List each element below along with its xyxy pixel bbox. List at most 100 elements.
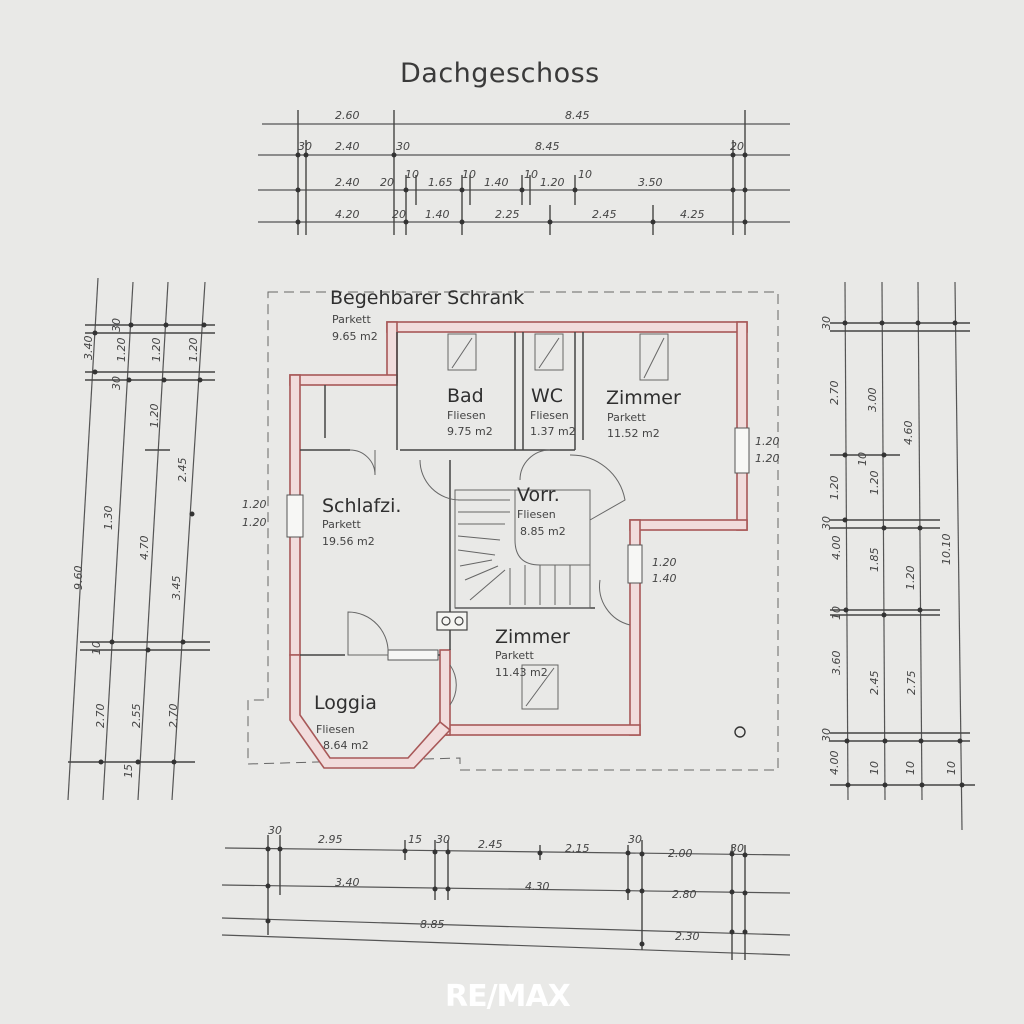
dim-label: 10 bbox=[856, 452, 869, 466]
drain-symbol bbox=[734, 726, 746, 738]
dim-label: 4.00 bbox=[830, 536, 843, 561]
room-floor: Parkett bbox=[322, 518, 361, 531]
room-floor: Fliesen bbox=[530, 409, 569, 422]
dim-label: 30 bbox=[298, 140, 312, 153]
dim-label: 8.45 bbox=[535, 140, 560, 153]
room-label-zimmer-2: Zimmer Parkett 11.43 m2 bbox=[495, 626, 570, 679]
dim-label: 2.15 bbox=[565, 842, 590, 855]
dim-label: 10 bbox=[524, 168, 538, 181]
dim-label: 15 bbox=[408, 833, 422, 846]
dim-label: 1.20 bbox=[828, 476, 841, 501]
dim-label: 2.60 bbox=[335, 109, 360, 122]
dim-label: 1.20 bbox=[115, 338, 128, 363]
room-name: Bad bbox=[447, 385, 484, 407]
dim-label: 4.70 bbox=[138, 536, 151, 561]
room-name: Loggia bbox=[314, 692, 377, 714]
dim-label: 30 bbox=[820, 728, 833, 742]
dim-label: 10 bbox=[868, 761, 881, 775]
room-label-zimmer-1: Zimmer Parkett 11.52 m2 bbox=[606, 387, 681, 440]
dim-label: 4.20 bbox=[335, 208, 360, 221]
dim-label: 1.40 bbox=[425, 208, 450, 221]
dim-label: 8.45 bbox=[565, 109, 590, 122]
door-swings bbox=[347, 449, 631, 706]
dim-label: 2.55 bbox=[130, 704, 143, 729]
dim-label: 1.20 bbox=[148, 404, 161, 429]
top-dimension-chains: 2.60 8.45 30 2.40 30 8.45 20 2.40 20 10 … bbox=[258, 109, 790, 235]
room-floor: Parkett bbox=[332, 313, 371, 326]
dim-label: 30 bbox=[820, 516, 833, 530]
left-dimension-chains: 3.40 30 1.20 1.20 1.20 30 1.20 2.45 1.30… bbox=[67, 277, 215, 801]
room-floor: Fliesen bbox=[517, 508, 556, 521]
chimney bbox=[436, 611, 468, 631]
plan-title: Dachgeschoss bbox=[400, 58, 600, 89]
dim-label: 15 bbox=[122, 764, 135, 778]
room-name: Schlafzi. bbox=[322, 495, 401, 517]
room-name: Vorr. bbox=[517, 484, 560, 506]
room-area: 11.52 m2 bbox=[607, 427, 660, 440]
dim-label: 2.70 bbox=[94, 704, 107, 729]
dim-label: 10 bbox=[462, 168, 476, 181]
dim-label: 30 bbox=[396, 140, 410, 153]
room-name: Zimmer bbox=[495, 626, 570, 648]
dim-label: 2.70 bbox=[828, 381, 841, 406]
room-name: Zimmer bbox=[606, 387, 681, 409]
dim-label: 20 bbox=[730, 140, 744, 153]
dim-label: 3.45 bbox=[170, 576, 183, 601]
room-area: 11.43 m2 bbox=[495, 666, 548, 679]
dim-label: 10 bbox=[578, 168, 592, 181]
dim-label: 1.20 bbox=[242, 516, 267, 529]
dim-label: 2.45 bbox=[868, 671, 881, 696]
dim-label: 1.20 bbox=[187, 338, 200, 363]
room-area: 19.56 m2 bbox=[322, 535, 375, 548]
remax-logo: RE/MAX bbox=[445, 979, 571, 1014]
room-name: Begehbarer Schrank bbox=[330, 287, 524, 309]
staircase bbox=[454, 489, 591, 609]
dim-label: 2.40 bbox=[335, 176, 360, 189]
windows bbox=[286, 427, 750, 661]
room-area: 9.75 m2 bbox=[447, 425, 493, 438]
roof-outline bbox=[247, 291, 779, 771]
dim-label: 20 bbox=[380, 176, 394, 189]
window-dimension-labels: 1.20 1.20 1.20 1.20 1.20 1.40 bbox=[242, 435, 780, 585]
dim-label: 1.40 bbox=[484, 176, 509, 189]
dim-label: 10 bbox=[904, 761, 917, 775]
dim-label: 10 bbox=[945, 761, 958, 775]
dim-label: 1.65 bbox=[428, 176, 453, 189]
dim-label: 2.40 bbox=[335, 140, 360, 153]
room-floor: Fliesen bbox=[316, 723, 355, 736]
room-label-schlafzimmer: Schlafzi. Parkett 19.56 m2 bbox=[322, 495, 401, 548]
room-area: 1.37 m2 bbox=[530, 425, 576, 438]
dim-label: 3.50 bbox=[638, 176, 663, 189]
dim-label: 30 bbox=[110, 318, 123, 332]
dim-label: 2.75 bbox=[905, 671, 918, 696]
dim-label: 1.30 bbox=[102, 506, 115, 531]
dim-label: 10.10 bbox=[940, 534, 953, 566]
room-area: 9.65 m2 bbox=[332, 330, 378, 343]
dim-label: 10 bbox=[405, 168, 419, 181]
dim-label: 3.00 bbox=[866, 388, 879, 413]
dim-label: 4.30 bbox=[525, 880, 550, 893]
dim-label: 3.60 bbox=[830, 651, 843, 676]
room-label-wc: WC Fliesen 1.37 m2 bbox=[530, 385, 576, 438]
room-area: 8.64 m2 bbox=[323, 739, 369, 752]
dim-label: 1.20 bbox=[242, 498, 267, 511]
dim-label: 30 bbox=[820, 316, 833, 330]
room-label-vorraum: Vorr. Fliesen 8.85 m2 bbox=[517, 484, 566, 538]
dim-label: 9.60 bbox=[72, 566, 85, 591]
dim-label: 4.60 bbox=[902, 421, 915, 446]
room-floor: Fliesen bbox=[447, 409, 486, 422]
dim-label: 1.20 bbox=[755, 452, 780, 465]
dim-label: 2.45 bbox=[478, 838, 503, 851]
dim-label: 20 bbox=[392, 208, 406, 221]
room-name: WC bbox=[531, 385, 563, 407]
dim-label: 2.45 bbox=[176, 458, 189, 483]
room-label-walk-in-closet: Begehbarer Schrank Parkett 9.65 m2 bbox=[330, 287, 524, 343]
dim-label: 30 bbox=[436, 833, 450, 846]
dim-label: 2.70 bbox=[167, 704, 180, 729]
dim-label: 4.25 bbox=[680, 208, 705, 221]
right-dimension-chains: 30 2.70 3.00 4.60 1.20 10 1.20 30 4.00 1… bbox=[820, 281, 975, 831]
dim-label: 1.20 bbox=[150, 338, 163, 363]
dim-label: 2.45 bbox=[592, 208, 617, 221]
dim-label: 2.30 bbox=[675, 930, 700, 943]
